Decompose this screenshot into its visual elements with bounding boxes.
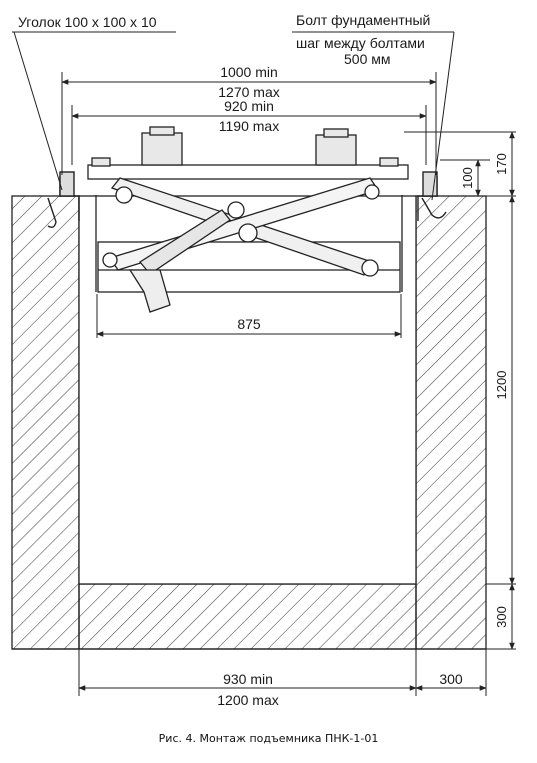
- dim-label-300-slab: 300: [494, 606, 509, 628]
- dimension-lines: [12, 31, 516, 696]
- bolt-label-line2: шаг между болтами: [296, 35, 425, 51]
- dim-label-bottom-min: 930 min: [223, 671, 273, 687]
- left-wall: [11, 195, 80, 650]
- bolt-label-line3: 500 мм: [344, 51, 391, 67]
- right-wall: [415, 195, 487, 650]
- dim-label-wall: 300: [439, 671, 463, 687]
- right-anchor-bolt-icon: [421, 197, 447, 219]
- lift-pad-right: [315, 134, 357, 166]
- figure-caption: Рис. 4. Монтаж подъемника ПНК-1-01: [158, 732, 379, 745]
- dim-label-1200-depth: 1200: [494, 371, 509, 400]
- lift-pad-left: [141, 132, 183, 166]
- dim-label-frame: 875: [237, 316, 261, 332]
- pivot-center-icon: [238, 223, 258, 243]
- dim-label-inner-min: 920 min: [224, 98, 274, 114]
- scissor-lift: [87, 126, 409, 313]
- angle-label: Уголок 100 x 100 x 10: [18, 14, 157, 30]
- dim-label-170: 170: [494, 153, 509, 175]
- bolt-label-line1: Болт фундаментный: [296, 12, 430, 28]
- top-platform: [87, 164, 409, 180]
- left-anchor-bolt-icon: [47, 197, 57, 229]
- concrete-pit: [11, 195, 487, 650]
- bottom-slab: [78, 583, 417, 650]
- dim-label-outer-min: 1000 min: [220, 64, 278, 80]
- dim-label-outer-max: 1270 max: [218, 84, 279, 100]
- dim-label-inner-max: 1190 max: [219, 118, 279, 134]
- dim-label-100: 100: [460, 167, 475, 189]
- dim-label-bottom-max: 1200 max: [217, 692, 278, 708]
